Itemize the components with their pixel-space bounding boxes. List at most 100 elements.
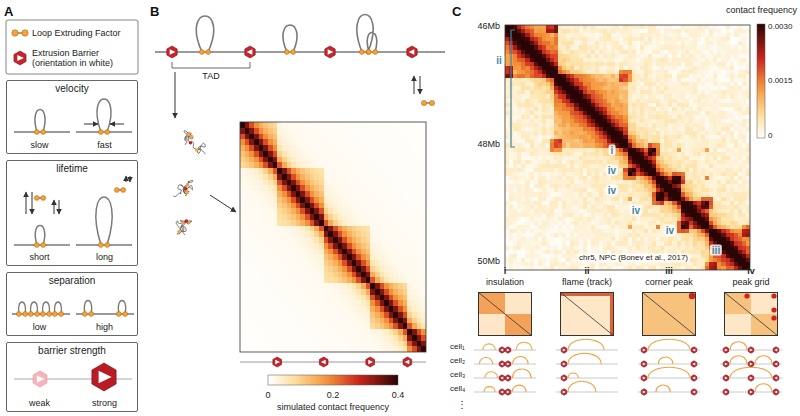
- heatmap-cell: [407, 312, 412, 318]
- heatmap-cell: [240, 283, 245, 289]
- heatmap-cell: [380, 203, 385, 209]
- heatmap-cell: [263, 283, 268, 289]
- heatmap-cell: [352, 191, 357, 197]
- heatmap-cell: [282, 168, 287, 174]
- heatmap-cell: [352, 168, 357, 174]
- heatmap-cell: [384, 260, 389, 266]
- heatmap-cell: [398, 266, 403, 272]
- heatmap-cell: [263, 277, 268, 283]
- heatmap-cell: [333, 237, 338, 243]
- heatmap-cell: [356, 295, 361, 301]
- heatmap-cell: [296, 335, 301, 341]
- heatmap-cell: [398, 197, 403, 203]
- heatmap-cell: [342, 243, 347, 249]
- heatmap-cell: [407, 197, 412, 203]
- heatmap-cell: [403, 151, 408, 157]
- hic-cell: [611, 25, 615, 29]
- heatmap-cell: [259, 249, 264, 255]
- heatmap-cell: [361, 335, 366, 341]
- heatmap-cell: [273, 168, 278, 174]
- heatmap-cell: [338, 329, 343, 335]
- heatmap-cell: [249, 289, 254, 295]
- heatmap-cell: [370, 191, 375, 197]
- heatmap-cell: [407, 145, 412, 151]
- hic-cell: [672, 29, 676, 33]
- heatmap-cell: [263, 157, 268, 163]
- heatmap-cell: [375, 185, 380, 191]
- heatmap-cell: [389, 329, 394, 335]
- hic-cell: [632, 29, 636, 33]
- heatmap-cell: [291, 318, 296, 324]
- heatmap-cell: [403, 283, 408, 289]
- heatmap-cell: [375, 226, 380, 232]
- heatmap-cell: [254, 180, 259, 186]
- heatmap-cell: [310, 277, 315, 283]
- hic-cell: [517, 29, 521, 33]
- heatmap-cell: [361, 151, 366, 157]
- hic-cell: [742, 33, 746, 37]
- heatmap-cell: [342, 266, 347, 272]
- hic-cell: [668, 29, 672, 33]
- heatmap-cell: [412, 283, 417, 289]
- heatmap-cell: [361, 191, 366, 197]
- heatmap-cell: [305, 289, 310, 295]
- hic-cell: [681, 33, 685, 37]
- heatmap-cell: [417, 226, 422, 232]
- heatmap-cell: [263, 318, 268, 324]
- heatmap-cell: [407, 231, 412, 237]
- heatmap-cell: [263, 260, 268, 266]
- heatmap-cell: [314, 243, 319, 249]
- heatmap-cell: [300, 254, 305, 260]
- heatmap-cell: [263, 128, 268, 134]
- heatmap-cell: [338, 260, 343, 266]
- heatmap-cell: [398, 162, 403, 168]
- hic-cell: [542, 25, 546, 29]
- heatmap-cell: [310, 295, 315, 301]
- heatmap-cell: [314, 323, 319, 329]
- heatmap-cell: [333, 162, 338, 168]
- heatmap-cell: [254, 323, 259, 329]
- heatmap-cell: [338, 300, 343, 306]
- heatmap-cell: [342, 277, 347, 283]
- hic-cell: [660, 29, 664, 33]
- heatmap-cell: [333, 134, 338, 140]
- hic-cell: [595, 33, 599, 37]
- hic-cell: [705, 37, 709, 41]
- heatmap-cell: [393, 145, 398, 151]
- heatmap-cell: [342, 312, 347, 318]
- heatmap-cell: [268, 191, 273, 197]
- heatmap-cell: [361, 162, 366, 168]
- heatmap-cell: [240, 145, 245, 151]
- heatmap-cell: [366, 145, 371, 151]
- heatmap-cell: [417, 231, 422, 237]
- heatmap-cell: [398, 185, 403, 191]
- heatmap-cell: [259, 128, 264, 134]
- heatmap-cell: [300, 185, 305, 191]
- hic-cell: [644, 37, 648, 41]
- heatmap-cell: [407, 151, 412, 157]
- heatmap-cell: [370, 122, 375, 128]
- heatmap-cell: [319, 346, 324, 352]
- heatmap-cell: [319, 208, 324, 214]
- heatmap-cell: [380, 329, 385, 335]
- lef-subunit: [199, 50, 204, 55]
- heatmap-cell: [393, 208, 398, 214]
- hic-cell: [693, 41, 697, 45]
- heatmap-cell: [398, 237, 403, 243]
- hic-cell: [721, 29, 725, 33]
- heatmap-cell: [375, 289, 380, 295]
- heatmap-cell: [263, 266, 268, 272]
- heatmap-cell: [338, 272, 343, 278]
- heatmap-cell: [249, 335, 254, 341]
- hic-cell: [628, 25, 632, 29]
- heatmap-cell: [319, 231, 324, 237]
- heatmap-cell: [319, 283, 324, 289]
- hic-cell: [591, 29, 595, 33]
- heatmap-cell: [268, 214, 273, 220]
- heatmap-cell: [296, 145, 301, 151]
- hic-cell: [742, 37, 746, 41]
- hic-cell: [587, 41, 591, 45]
- heatmap-cell: [245, 249, 250, 255]
- hic-cell: [636, 33, 640, 37]
- hic-cell: [534, 41, 538, 45]
